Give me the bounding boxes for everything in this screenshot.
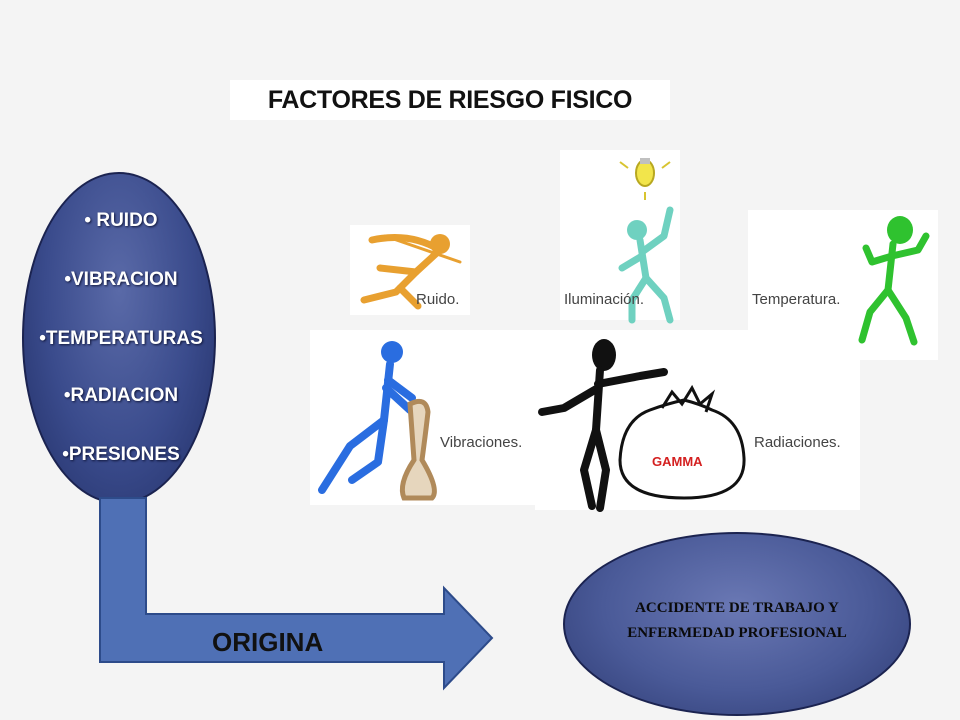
vibraciones-figure-icon bbox=[318, 341, 437, 501]
factor-presiones: •PRESIONES bbox=[62, 444, 180, 465]
label-iluminacion: Iluminación. bbox=[564, 291, 645, 308]
label-temperatura: Temperatura. bbox=[752, 291, 841, 308]
arrow-label: ORIGINA bbox=[212, 627, 324, 657]
label-vibraciones: Vibraciones. bbox=[440, 434, 523, 451]
page-title: FACTORES DE RIESGO FISICO bbox=[230, 80, 670, 120]
factor-radiacion: •RADIACION bbox=[63, 385, 179, 406]
label-radiaciones: Radiaciones. bbox=[754, 434, 841, 451]
gamma-label: GAMMA bbox=[652, 454, 703, 469]
factor-temperaturas: •TEMPERATURAS bbox=[39, 328, 203, 349]
iluminacion-figure-icon bbox=[618, 158, 674, 324]
ruido-figure-icon bbox=[360, 234, 462, 310]
result-text: ACCIDENTE DE TRABAJO Y ENFERMEDAD PROFES… bbox=[627, 600, 847, 641]
radiaciones-figure-icon: GAMMA bbox=[538, 339, 746, 512]
factors-ellipse: • RUIDO •VIBRACION •TEMPERATURAS •RADIAC… bbox=[22, 172, 216, 504]
factor-vibracion: •VIBRACION bbox=[64, 269, 178, 290]
label-ruido: Ruido. bbox=[416, 291, 460, 308]
temperatura-figure-icon bbox=[858, 216, 930, 346]
factor-ruido: • RUIDO bbox=[84, 210, 158, 231]
result-ellipse: ACCIDENTE DE TRABAJO Y ENFERMEDAD PROFES… bbox=[563, 532, 911, 716]
